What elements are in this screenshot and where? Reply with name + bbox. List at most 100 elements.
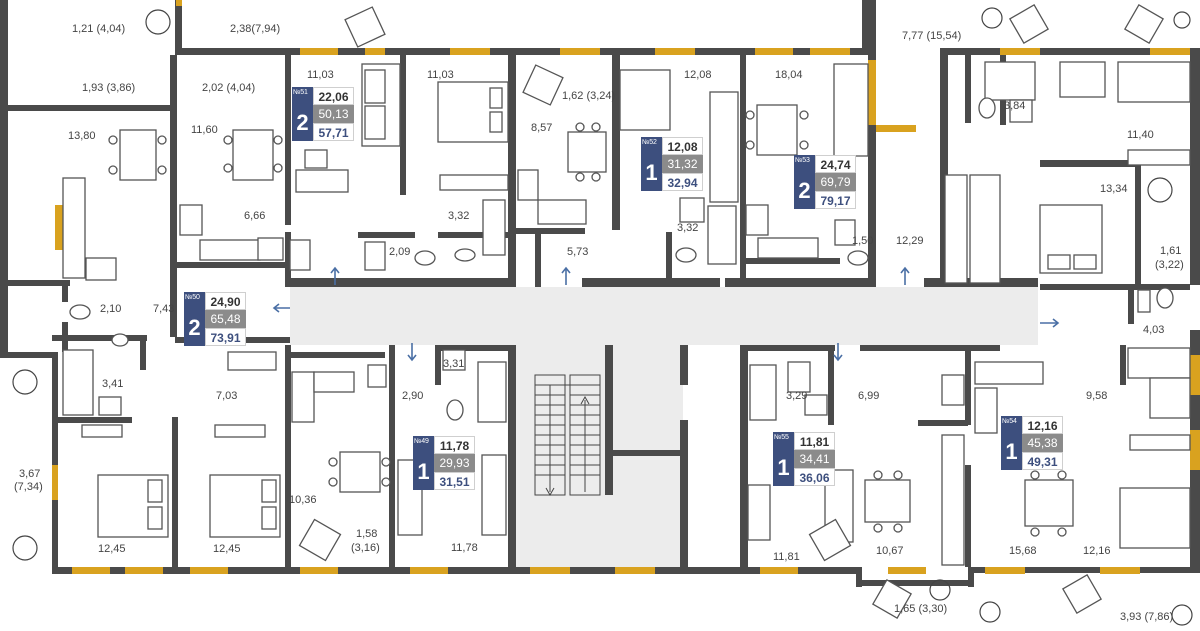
area-label: 1,93 (3,86) [82,82,135,94]
area-label: 1,50 [852,235,873,247]
area-label: 7,43 [153,303,174,315]
room-count: 1 [645,160,658,185]
area-label: 2,09 [389,246,410,258]
badge-rooms-panel: №52 1 [641,137,662,191]
area-label: 7,03 [216,390,237,402]
area-label: 3,67 [19,468,40,480]
area-label: 1,62 (3,24) [562,90,615,102]
walls [0,0,1200,587]
area-label: (3,22) [1155,259,1184,271]
corridor [290,287,1038,345]
area-label: 11,81 [773,551,800,563]
area-label: 12,45 [98,543,126,555]
living-area: 11,78 [434,436,475,454]
area-label: 7,77 (15,54) [902,30,961,42]
furniture [62,61,1191,566]
area-label: 9,58 [1086,390,1107,402]
area-label: 13,34 [1100,183,1128,195]
apartment-badge-49[interactable]: №49 1 11,78 29,93 31,51 [413,436,475,490]
living-area: 24,90 [205,292,246,310]
apartment-number: №52 [642,139,657,146]
area-label: 11,40 [1127,129,1154,141]
apartment-area: 45,38 [1022,434,1063,452]
area-label: 3,93 (7,86) [1120,611,1173,623]
apartment-badge-52[interactable]: №52 1 12,08 31,32 32,94 [641,137,703,191]
room-count: 2 [798,178,811,203]
apartment-number: №50 [185,294,200,301]
apartment-badge-55[interactable]: №55 1 11,81 34,41 36,06 [773,432,835,486]
room-labels: 1,21 (4,04) 2,38(7,94) 7,77 (15,54) 1,93… [14,23,1184,623]
apartment-badge-51[interactable]: №51 2 22,06 50,13 57,71 [292,87,354,141]
area-label: 3,84 [1004,100,1025,112]
area-label: 12,29 [896,235,924,247]
area-label: 5,73 [567,246,588,258]
area-label: 11,03 [307,69,334,81]
total-area: 31,51 [434,472,475,490]
apartment-badge-50[interactable]: №50 2 24,90 65,48 73,91 [184,292,246,346]
room-count: 2 [188,315,201,340]
area-label: 3,32 [677,222,698,234]
area-label: 15,68 [1009,545,1037,557]
apartment-number: №54 [1002,418,1017,425]
room-count: 2 [296,110,309,135]
total-area: 36,06 [794,468,835,486]
apartment-badge-54[interactable]: №54 1 12,16 45,38 49,31 [1001,416,1063,470]
apartment-area: 29,93 [434,454,475,472]
area-label: 6,99 [858,390,879,402]
area-label: 2,90 [402,390,423,402]
balcony-decor [12,3,1193,626]
living-area: 24,74 [815,155,856,173]
area-label: 3,31 [443,358,464,370]
total-area: 32,94 [662,173,703,191]
living-area: 11,81 [794,432,835,450]
apartment-area: 65,48 [205,310,246,328]
area-label: 2,38(7,94) [230,23,280,35]
area-label: 2,02 (4,04) [202,82,255,94]
apartment-area: 50,13 [313,105,354,123]
total-area: 73,91 [205,328,246,346]
area-label: (3,16) [351,542,380,554]
apartment-area: 34,41 [794,450,835,468]
staircase [534,374,601,497]
area-label: 12,45 [213,543,241,555]
area-label: 12,08 [684,69,712,81]
area-label: 2,10 [100,303,121,315]
apartment-number: №55 [774,434,789,441]
total-area: 49,31 [1022,452,1063,470]
area-label: 8,57 [531,122,552,134]
living-area: 12,08 [662,137,703,155]
apartment-area: 69,79 [815,173,856,191]
area-label: 11,78 [451,542,478,554]
area-label: 12,16 [1083,545,1111,557]
area-label: 1,21 (4,04) [72,23,125,35]
apartment-number: №49 [414,438,429,445]
area-label: (7,34) [14,481,43,493]
badge-rooms-panel: №54 1 [1001,416,1022,470]
living-area: 12,16 [1022,416,1063,434]
area-label: 6,66 [244,210,265,222]
area-label: 1,61 [1160,245,1181,257]
area-label: 11,60 [191,124,218,136]
apartment-badge-53[interactable]: №53 2 24,74 69,79 79,17 [794,155,856,209]
room-count: 1 [417,459,430,484]
area-label: 1,65 (3,30) [894,603,947,615]
windows [52,0,1200,574]
area-label: 3,32 [448,210,469,222]
total-area: 57,71 [313,123,354,141]
badge-rooms-panel: №49 1 [413,436,434,490]
area-label: 1,58 [356,528,377,540]
area-label: 10,36 [289,494,317,506]
room-count: 1 [1005,439,1018,464]
badge-rooms-panel: №53 2 [794,155,815,209]
room-count: 1 [777,455,790,480]
badge-rooms-panel: №55 1 [773,432,794,486]
total-area: 79,17 [815,191,856,209]
apartment-number: №51 [293,89,308,96]
badge-rooms-panel: №50 2 [184,292,205,346]
area-label: 11,03 [427,69,454,81]
apartment-number: №53 [795,157,810,164]
area-label: 10,67 [876,545,904,557]
area-label: 3,41 [102,378,123,390]
living-area: 22,06 [313,87,354,105]
